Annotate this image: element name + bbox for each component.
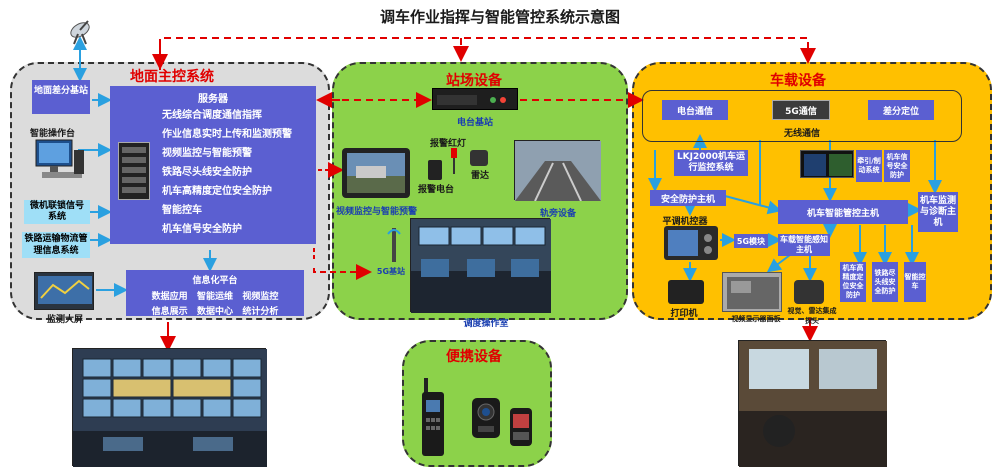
diff-position-box: 差分定位: [868, 100, 934, 120]
monitor-screen-image: [34, 272, 94, 310]
probe-image: [794, 280, 824, 304]
lkj-monitor-box: LKJ2000机车运行监控系统: [674, 150, 748, 176]
video-panel-image: [722, 272, 782, 312]
vehicle-title: 车载设备: [770, 73, 826, 89]
trackside-photo: [514, 140, 601, 202]
interlock-system: 微机联锁信号系统: [24, 200, 90, 224]
dispatch-room-photo: [410, 218, 551, 313]
diagram-title: 调车作业指挥与智能管控系统示意图: [379, 8, 620, 26]
info-platform-box: 信息化平台 数据应用 智能运维 视频监控 信息展示 数据中心 统计分析: [126, 270, 304, 317]
antenna-5g-icon: [386, 226, 402, 262]
server-item: 机车高精度定位安全防护: [162, 186, 272, 197]
cab-display-image: [800, 150, 854, 178]
server-item: 铁路尽头线安全防护: [162, 167, 252, 178]
server-item: 机车信号安全防护: [162, 224, 242, 235]
video-monitor-label: 视频监控与智能预警: [336, 207, 418, 217]
body-camera-icon: [470, 396, 502, 440]
terminal-line-box: 铁路尽头线安全防护: [872, 262, 898, 302]
printer-label: 打印机: [670, 309, 698, 319]
server-items: 无线综合调度通信指挥 作业信息实时上传和监测预警 视频监控与智能预警 铁路尽头线…: [162, 106, 292, 239]
trackside-label: 轨旁设备: [539, 209, 576, 219]
video-panel-label: 视频显示器面板: [731, 315, 781, 323]
info-platform-row: 数据应用 智能运维 视频监控: [151, 292, 279, 302]
video-tablet-image: [342, 148, 410, 198]
g5-module-box: 5G模块: [734, 234, 768, 248]
alarm-radio-label: 报警电台: [417, 185, 454, 195]
controller-device-image: [664, 226, 718, 260]
radio-base-device: [432, 88, 518, 110]
ground-title: 地面主控系统: [130, 69, 214, 85]
wireless-label: 无线通信: [783, 129, 820, 139]
console-monitor-icon: [28, 138, 86, 182]
printer-image: [668, 280, 704, 304]
server-item: 智能控车: [162, 205, 202, 216]
cab-photo: [738, 340, 887, 467]
recorder-icon: [508, 406, 534, 448]
server-title: 服务器: [198, 94, 228, 105]
diagnosis-host-box: 机车监测与诊断主机: [918, 192, 958, 232]
wireless-comm-group: [642, 90, 962, 142]
info-platform-title: 信息化平台: [192, 276, 238, 286]
loco-control-host-box: 机车智能管控主机: [778, 200, 908, 224]
radio-comm-box: 电台通信: [662, 100, 728, 120]
control-room-photo: [72, 348, 267, 467]
controller-label: 平调机控器: [662, 217, 708, 227]
signal-protection-box: 机车信号安全防护: [884, 150, 910, 182]
info-platform-row: 信息展示 数据中心 统计分析: [151, 307, 279, 317]
station-title: 站场设备: [446, 73, 502, 89]
satellite-dish-icon: [66, 16, 96, 46]
radar-label: 雷达: [470, 171, 489, 181]
probe-label: 视觉、雷达集成探头: [787, 307, 837, 325]
walkie-talkie-icon: [420, 378, 446, 458]
dispatch-room-label: 调度操作室: [463, 319, 509, 329]
base-5g-label: 5G基站: [376, 267, 406, 276]
server-item: 无线综合调度通信指挥: [162, 110, 262, 121]
server-item: 视频监控与智能预警: [162, 148, 252, 159]
portable-title: 便携设备: [446, 349, 502, 365]
diff-base-station: 地面差分基站: [32, 80, 90, 114]
alarm-light-label: 报警红灯: [429, 139, 466, 149]
hp-position-box: 机车高精度定位安全防护: [840, 262, 866, 302]
alarm-radio-icon: [428, 160, 442, 180]
big-screen-label: 监测大屏: [46, 315, 83, 325]
smart-console-label: 智能操作台: [30, 129, 76, 139]
alarm-light-icon: [448, 148, 460, 174]
sensing-host-box: 车载智能感知主机: [778, 234, 830, 256]
server-rack-icon: [118, 142, 150, 200]
logistics-system: 铁路运输物流管理信息系统: [22, 232, 90, 258]
radio-base-label: 电台基站: [456, 118, 493, 128]
smart-control-box: 智能控车: [904, 262, 926, 302]
g5-comm-box: 5G通信: [772, 100, 830, 120]
radar-icon: [470, 150, 488, 166]
traction-system-box: 牵引/制动系统: [856, 150, 882, 182]
server-box: 服务器 无线综合调度通信指挥 作业信息实时上传和监测预警 视频监控与智能预警 铁…: [110, 86, 316, 244]
safety-host-box: 安全防护主机: [650, 190, 726, 206]
server-item: 作业信息实时上传和监测预警: [162, 129, 292, 140]
